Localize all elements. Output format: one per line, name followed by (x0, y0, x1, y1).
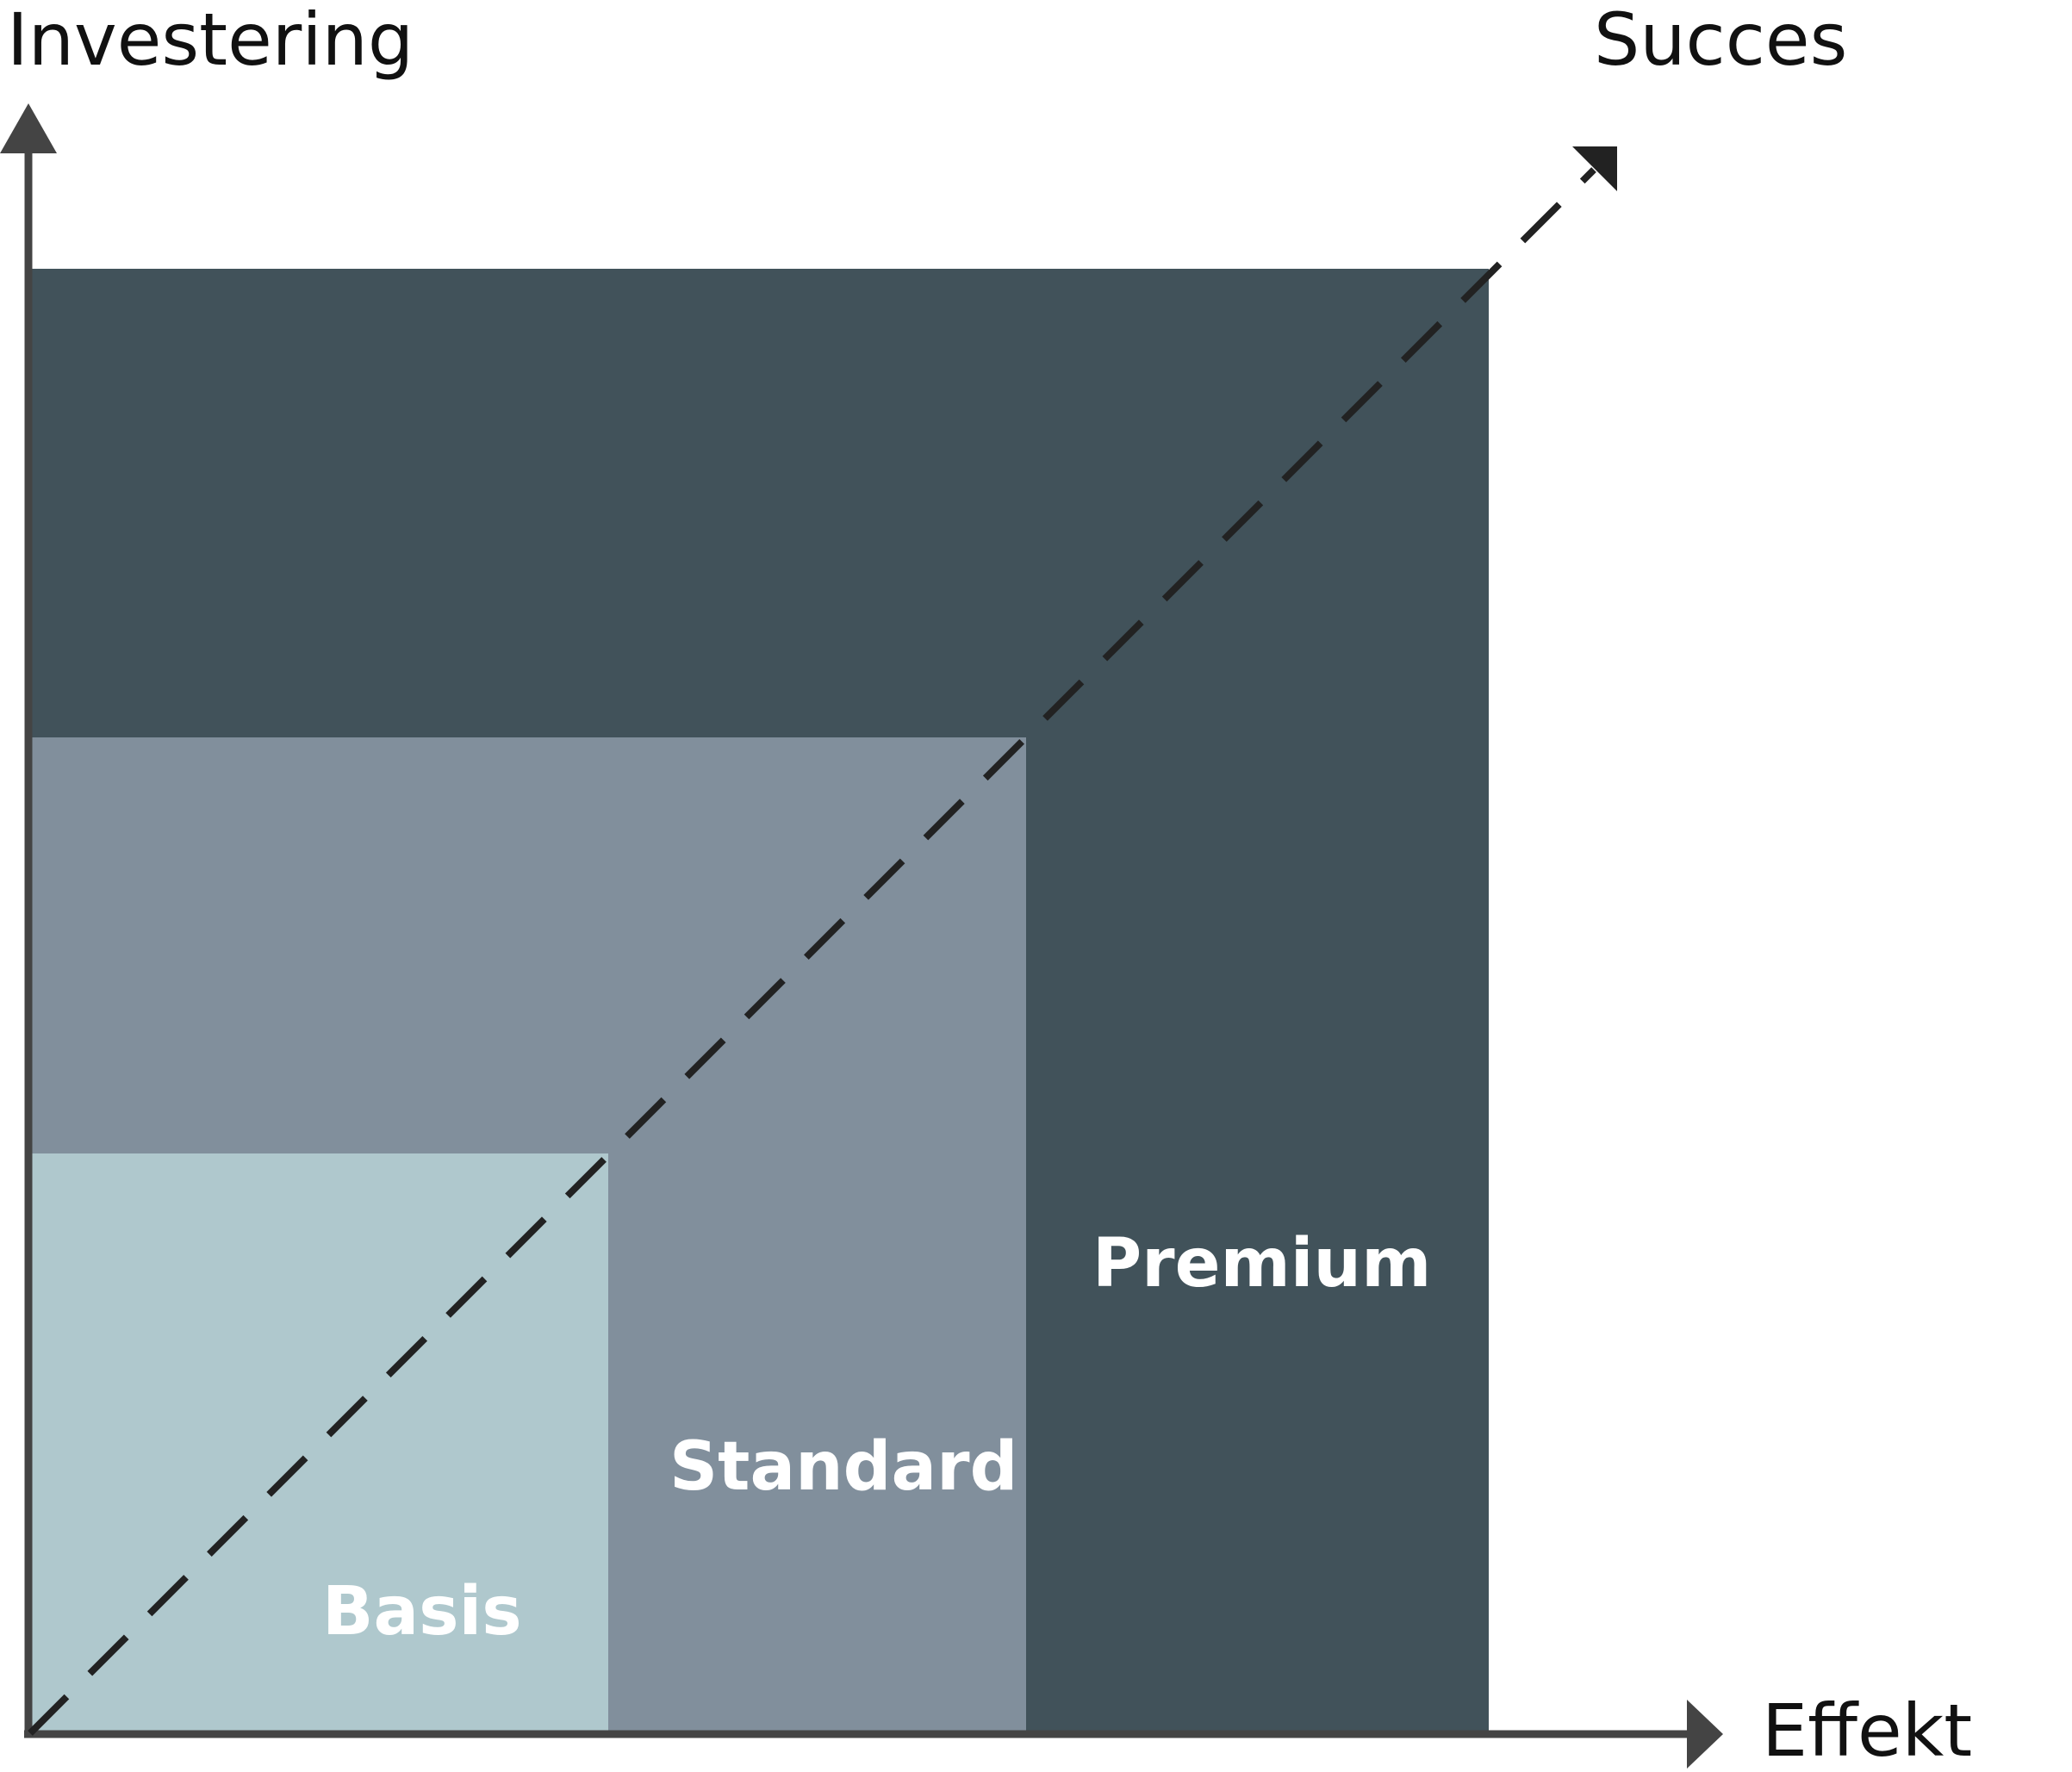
tier-premium-label: Premium (1092, 1225, 1431, 1303)
success-dashed-line (28, 167, 1596, 1736)
y-axis-label: Investering (7, 0, 414, 82)
x-axis-arrow-icon (1687, 1700, 1723, 1769)
x-axis-label: Effekt (1762, 1688, 1972, 1772)
diagonal-label: Succes (1594, 0, 1847, 82)
y-axis-arrow-icon (0, 103, 57, 153)
success-arrow-icon (1572, 146, 1617, 191)
tier-standard-label: Standard (669, 1428, 1017, 1506)
tier-basis-label: Basis (322, 1573, 522, 1651)
